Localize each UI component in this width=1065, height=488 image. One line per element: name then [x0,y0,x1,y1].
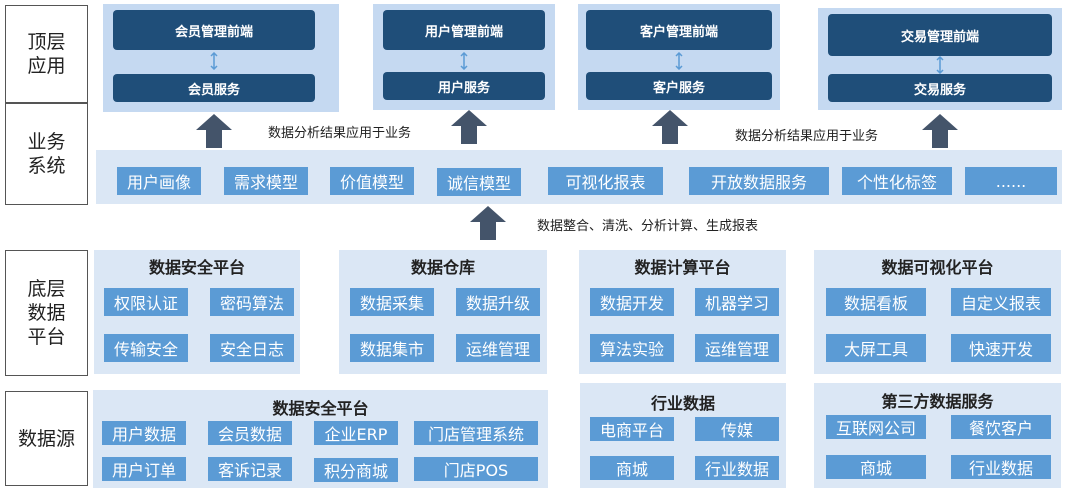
business-item: 可视化报表 [548,167,663,195]
platform-item: 权限认证 [104,288,188,316]
member-frontend: 会员管理前端 [113,10,315,50]
platform-title: 数据可视化平台 [881,258,994,277]
source-item: 门店POS [414,457,538,481]
business-item: 需求模型 [224,167,308,195]
business-item: 价值模型 [330,167,414,195]
platform-item: 运维管理 [695,334,779,362]
customer-service: 客户服务 [586,72,772,100]
source-item: 互联网公司 [826,415,926,439]
business-item: 诚信模型 [437,168,521,196]
source-item: 商城 [590,456,674,480]
platform-item: 数据采集 [350,288,434,316]
analysis-note-right: 数据分析结果应用于业务 [735,129,879,144]
user-frontend: 用户管理前端 [383,10,545,50]
business-item: 用户画像 [117,167,201,195]
business-system-label: 业务 系统 [5,103,88,205]
platform-item: 数据集市 [350,334,434,362]
analysis-note-left: 数据分析结果应用于业务 [268,126,412,141]
trade-service: 交易服务 [828,74,1052,102]
data-source-label: 数据源 [5,391,88,486]
business-item: 个性化标签 [842,167,952,195]
double-arrow-icon [936,56,944,74]
double-arrow-icon [210,52,218,70]
source-item: 用户订单 [102,457,186,481]
platform-item: 数据看板 [826,288,926,316]
platform-label: 底层 数据 平台 [5,250,88,376]
source-item: 用户数据 [102,421,186,445]
source-item: 行业数据 [695,456,779,480]
platform-item: 机器学习 [695,288,779,316]
source-item: 积分商城 [314,458,398,482]
platform-title: 数据安全平台 [148,258,245,277]
platform-item: 自定义报表 [951,288,1051,316]
customer-frontend: 客户管理前端 [586,10,772,50]
up-arrow-icon [652,110,688,144]
source-item: 传媒 [695,417,779,441]
platform-item: 算法实验 [590,334,674,362]
up-arrow-icon [196,114,232,148]
source-item: 餐饮客户 [951,415,1051,439]
up-arrow-icon [451,110,487,144]
user-service: 用户服务 [383,72,545,100]
source-title: 行业数据 [650,394,715,413]
trade-frontend: 交易管理前端 [828,14,1052,56]
platform-item: 数据升级 [456,288,540,316]
member-service: 会员服务 [113,74,315,102]
process-note: 数据整合、清洗、分析计算、生成报表 [537,219,759,234]
platform-item: 大屏工具 [826,334,926,362]
platform-item: 密码算法 [210,288,294,316]
source-item: 商城 [826,455,926,479]
business-item: ...... [965,167,1057,195]
source-item: 行业数据 [951,455,1051,479]
double-arrow-icon [460,52,468,70]
platform-item: 数据开发 [590,288,674,316]
source-item: 客诉记录 [208,457,292,481]
source-item: 门店管理系统 [414,421,538,445]
platform-item: 快速开发 [951,334,1051,362]
platform-title: 数据仓库 [410,258,475,277]
double-arrow-icon [675,52,683,70]
platform-item: 传输安全 [104,334,188,362]
top-app-label: 顶层 应用 [5,5,88,103]
platform-title: 数据计算平台 [634,258,731,277]
up-arrow-icon [922,114,958,148]
source-title: 数据安全平台 [272,399,369,418]
source-item: 会员数据 [208,421,292,445]
up-arrow-icon [470,206,506,240]
business-item: 开放数据服务 [689,167,829,195]
platform-item: 安全日志 [210,334,294,362]
platform-item: 运维管理 [456,334,540,362]
source-title: 第三方数据服务 [881,392,994,411]
source-item: 企业ERP [314,421,398,445]
source-item: 电商平台 [590,417,674,441]
